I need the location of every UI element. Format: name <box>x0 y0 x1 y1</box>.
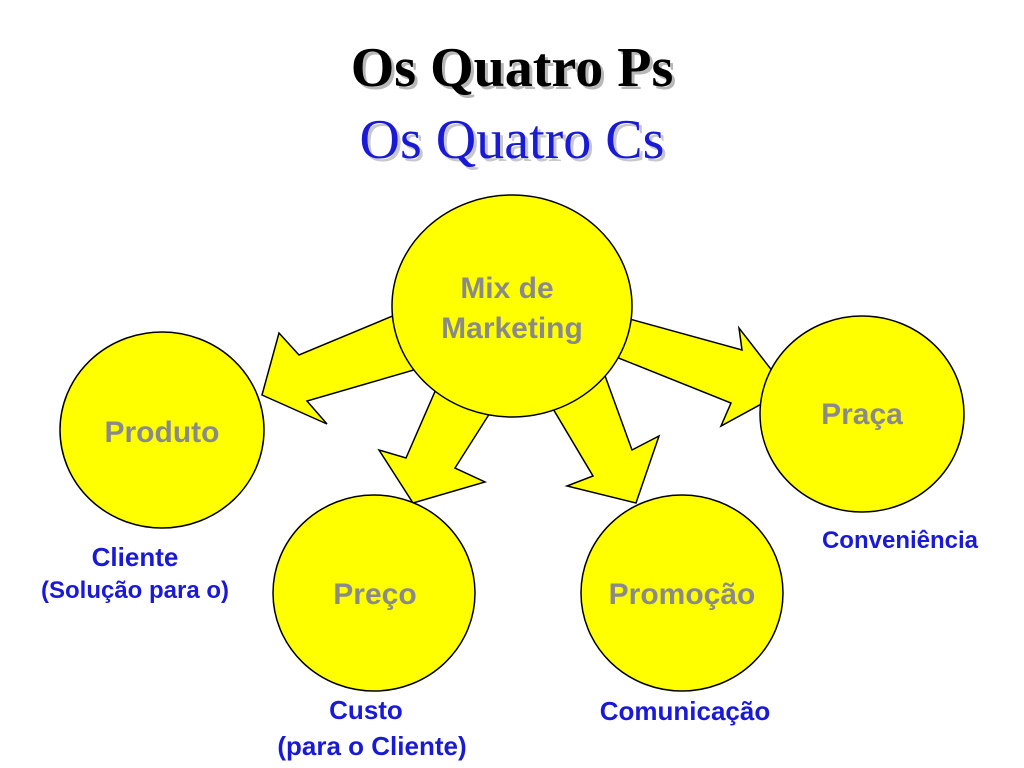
cliente-subtext: (Solução para o) <box>40 577 230 604</box>
conveniencia-text: Conveniência <box>821 527 979 554</box>
circle-praca <box>759 315 965 513</box>
label-produto: Produto <box>105 416 220 449</box>
custo-subtext: (para o Cliente) <box>277 731 467 761</box>
arrow-to-promocao <box>547 371 661 504</box>
circle-produto <box>59 331 265 529</box>
label-marketing: Marketing <box>441 312 583 345</box>
label-mix-de: Mix de <box>460 272 553 305</box>
label-praca: Praça <box>821 398 903 431</box>
circle-promocao <box>580 494 784 692</box>
circle-preco <box>272 494 476 692</box>
c-label-custo: Custo (para o Cliente) <box>232 692 512 764</box>
custo-text: Custo <box>329 695 403 725</box>
comunicacao-text: Comunicação <box>599 696 771 726</box>
label-promocao: Promoção <box>609 578 756 611</box>
c-label-cliente: Cliente (Solução para o) <box>4 540 266 608</box>
title-quatro-ps: Os Quatro Ps <box>350 37 674 99</box>
c-label-conveniencia: Conveniência <box>790 526 1010 556</box>
title-quatro-cs: Os Quatro Cs <box>359 109 665 171</box>
circle-mix-de-marketing <box>391 194 633 418</box>
c-label-comunicacao: Comunicação <box>560 694 810 728</box>
label-preco: Preço <box>333 578 416 611</box>
cliente-text: Cliente <box>91 542 179 572</box>
